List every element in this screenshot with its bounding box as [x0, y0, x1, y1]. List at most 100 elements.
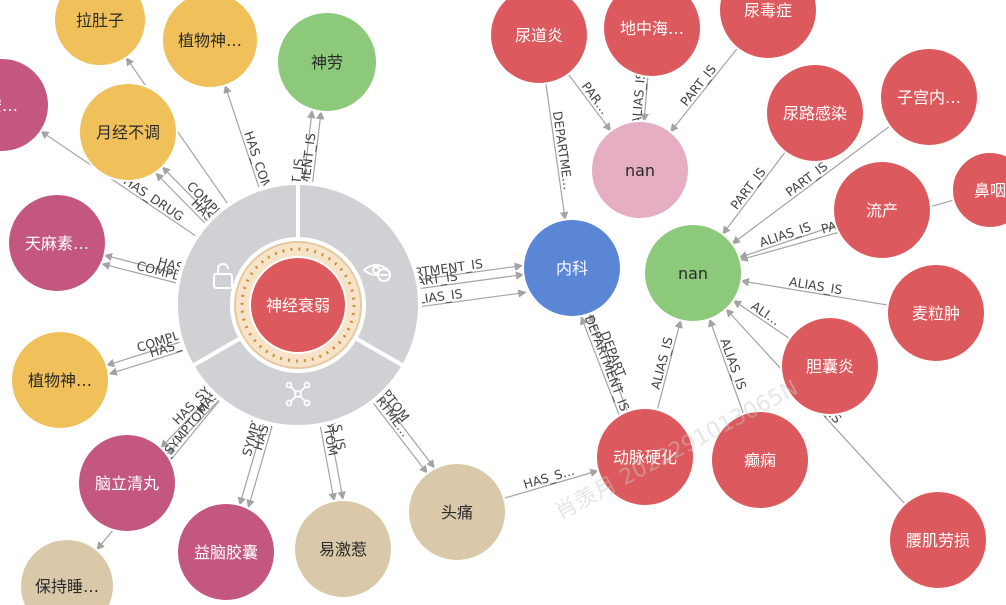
node-label: 胆囊炎 — [806, 357, 854, 376]
center-node-selected[interactable]: 神经衰弱 — [249, 256, 347, 354]
node-circle[interactable] — [293, 499, 393, 599]
node-label: 动脉硬化 — [613, 448, 677, 467]
node-label: 神经衰弱 — [266, 296, 330, 315]
graph-node[interactable]: 内科 — [522, 218, 622, 318]
node-label: 尿道炎 — [515, 26, 563, 45]
node-circle[interactable] — [595, 407, 695, 507]
graph-edge[interactable] — [708, 318, 745, 415]
node-label: 植物神… — [178, 31, 242, 50]
graph-node[interactable]: 月经不调 — [78, 82, 178, 182]
graph-node[interactable]: 子宫内… — [879, 47, 979, 147]
node-label: nan — [625, 161, 655, 180]
node-label: 天麻素… — [25, 234, 89, 253]
node-circle[interactable] — [832, 160, 932, 260]
node-circle[interactable] — [765, 63, 865, 163]
edge-label: ALIAS_IS — [717, 336, 749, 392]
graph-edge[interactable] — [731, 125, 891, 245]
node-circle[interactable] — [78, 82, 178, 182]
graph-edge[interactable] — [656, 319, 683, 410]
node-circle[interactable] — [53, 0, 147, 67]
graph-node[interactable]: 天麻素… — [7, 193, 107, 293]
node-circle[interactable] — [879, 47, 979, 147]
node-label: 尿路感染 — [783, 104, 847, 123]
graph-edge[interactable] — [580, 316, 620, 415]
graph-node[interactable]: 尿毒症 — [718, 0, 818, 60]
radial-menu-hide-sector[interactable] — [296, 180, 422, 369]
edge-label: PART_IS — [677, 62, 719, 109]
node-circle[interactable] — [718, 0, 818, 60]
node-circle[interactable] — [161, 0, 259, 89]
graph-node[interactable]: 胆囊炎 — [780, 316, 880, 416]
edge-label: ALIAS_IS — [757, 219, 813, 250]
graph-edge[interactable] — [732, 300, 790, 339]
node-label: 安… — [0, 96, 18, 115]
node-circle[interactable] — [590, 120, 690, 220]
edge-label: PART_IS — [408, 268, 458, 289]
graph-node[interactable]: 头痛 — [407, 462, 507, 562]
graph-node[interactable]: 安… — [0, 57, 50, 153]
node-circle[interactable] — [780, 316, 880, 416]
graph-edge[interactable] — [738, 224, 836, 260]
node-circle[interactable] — [951, 151, 1006, 229]
node-circle[interactable] — [522, 218, 622, 318]
graph-edge[interactable] — [567, 73, 612, 132]
graph-node[interactable]: 腰肌劳损 — [888, 490, 988, 590]
graph-node[interactable]: 保持睡… — [19, 538, 115, 605]
node-circle[interactable] — [886, 263, 986, 363]
node-circle[interactable] — [276, 11, 378, 113]
graph-node[interactable]: 神劳 — [276, 11, 378, 113]
node-circle[interactable] — [176, 502, 276, 602]
node-label: 流产 — [866, 201, 898, 220]
node-circle[interactable] — [710, 410, 810, 510]
graph-node[interactable]: 易激惹 — [293, 499, 393, 599]
node-circle[interactable] — [602, 0, 702, 78]
node-label: 益脑胶囊 — [194, 543, 258, 562]
graph-node[interactable]: 益脑胶囊 — [176, 502, 276, 602]
node-circle[interactable] — [249, 256, 347, 354]
graph-edge[interactable] — [740, 278, 888, 306]
graph-node[interactable]: 鼻咽 — [951, 151, 1006, 229]
node-circle[interactable] — [10, 330, 110, 430]
node-circle[interactable] — [888, 490, 988, 590]
graph-node[interactable]: 植物神… — [10, 330, 110, 430]
graph-edge[interactable] — [588, 312, 628, 412]
edge-label: ALI… — [748, 298, 783, 328]
node-circle[interactable] — [7, 193, 107, 293]
graph-node[interactable]: 动脉硬化 — [595, 407, 695, 507]
node-circle[interactable] — [77, 433, 177, 533]
node-circle[interactable] — [19, 538, 115, 605]
graph-node[interactable]: 癫痫 — [710, 410, 810, 510]
node-label: 易激惹 — [319, 540, 367, 559]
radial-menu-expand-sector[interactable] — [189, 335, 407, 429]
edge-label: PART_IS — [727, 165, 768, 213]
graph-edge[interactable] — [640, 76, 649, 123]
node-label: 癫痫 — [744, 451, 776, 470]
node-label: 内科 — [556, 259, 588, 278]
node-circle[interactable] — [407, 462, 507, 562]
graph-node[interactable]: 尿道炎 — [489, 0, 589, 85]
graph-node[interactable]: 脑立清丸 — [77, 433, 177, 533]
node-label: 月经不调 — [96, 123, 160, 142]
node-circle[interactable] — [489, 0, 589, 85]
graph-edge[interactable] — [670, 47, 738, 133]
radial-menu-unlock-sector[interactable] — [174, 180, 300, 369]
graph-edge[interactable] — [545, 83, 569, 221]
graph-node[interactable]: 地中海… — [602, 0, 702, 78]
node-label: nan — [678, 264, 708, 283]
graph-node[interactable]: 植物神… — [161, 0, 259, 89]
unlock-icon — [213, 263, 233, 289]
edge-label: HAS_S… — [522, 463, 577, 492]
graph-node[interactable]: 流产 — [832, 160, 932, 260]
graph-node[interactable]: nan — [643, 223, 743, 323]
graph-node[interactable]: 拉肚子 — [53, 0, 147, 67]
graph-edge[interactable] — [722, 151, 786, 235]
graph-node[interactable]: 尿路感染 — [765, 63, 865, 163]
node-label: 鼻咽 — [974, 181, 1006, 200]
graph-node[interactable]: 麦粒肿 — [886, 263, 986, 363]
graph-node[interactable]: nan — [590, 120, 690, 220]
node-circle[interactable] — [643, 223, 743, 323]
node-circle[interactable] — [0, 57, 50, 153]
graph-edge[interactable] — [503, 468, 599, 499]
node-label: 子宫内… — [897, 88, 961, 107]
